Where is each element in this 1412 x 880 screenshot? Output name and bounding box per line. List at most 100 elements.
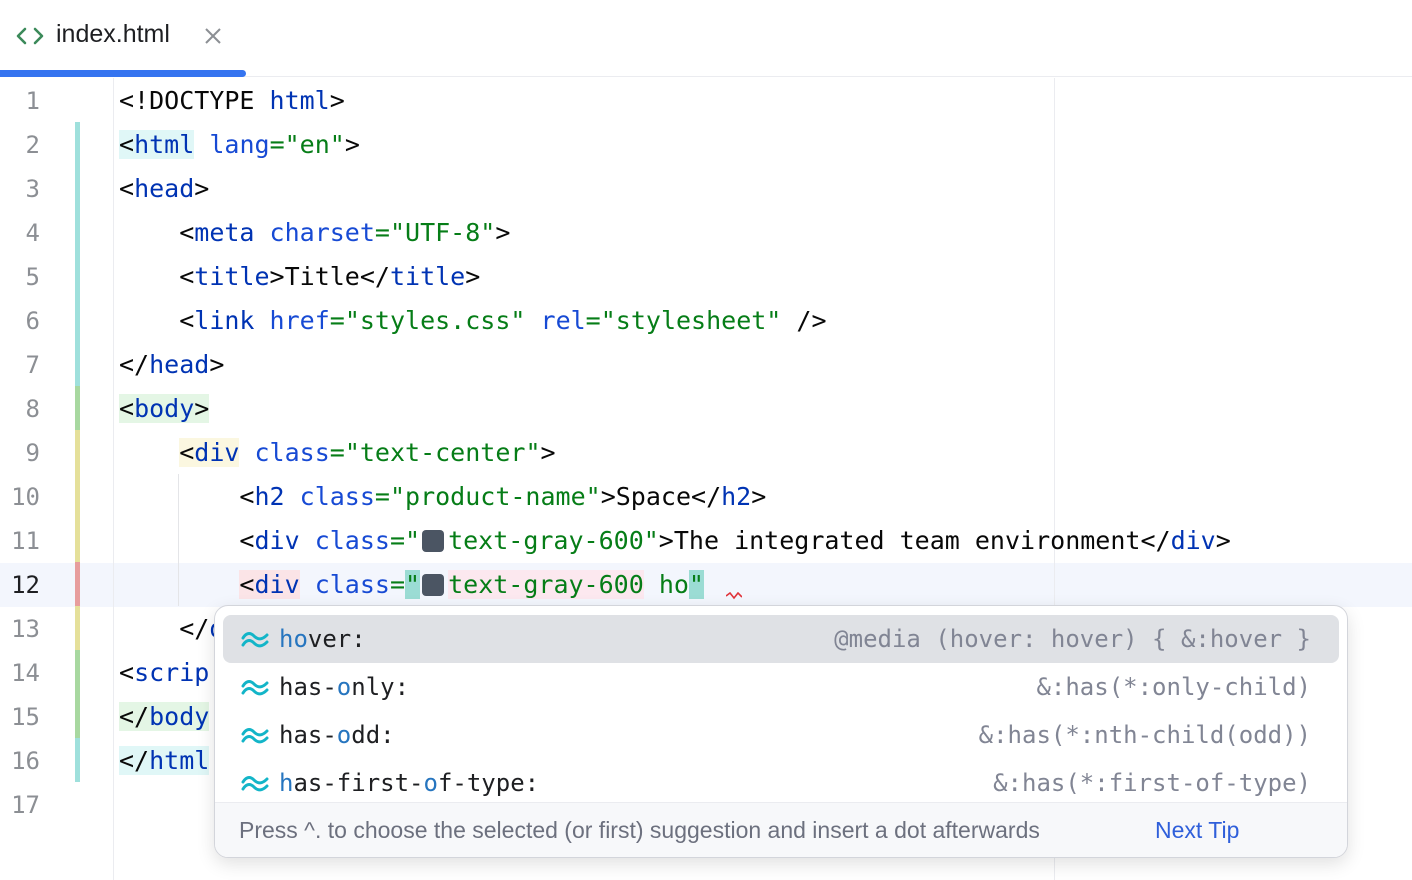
token: div [1170, 526, 1216, 555]
vcs-added-marker[interactable] [75, 386, 80, 430]
tag-highlight: <html [119, 130, 195, 159]
completion-item-description: &:has(*:only-child) [1036, 673, 1311, 701]
token: html [134, 130, 195, 159]
completion-item-has-only[interactable]: has-only: &:has(*:only-child) [223, 663, 1339, 711]
vcs-modified-marker[interactable] [75, 430, 80, 562]
token: > [1215, 526, 1231, 555]
token: h2 [721, 482, 752, 511]
label-rest: ver: [307, 625, 366, 653]
token: text-gray-600 [448, 570, 644, 599]
token: head [149, 350, 210, 379]
tailwind-icon [241, 680, 269, 696]
token: = [269, 130, 285, 159]
quote-match-highlight: " [405, 570, 421, 599]
token: scrip [134, 658, 210, 687]
token: class [254, 438, 330, 467]
match-text: ho [279, 625, 308, 653]
token: </ [119, 614, 210, 643]
close-icon[interactable] [200, 23, 226, 49]
token: = [389, 526, 406, 555]
token [300, 526, 315, 555]
token [239, 438, 254, 467]
token: < [119, 482, 255, 511]
token: > [465, 262, 481, 291]
code-line-12: <div class="text-gray-600 ho" [119, 563, 704, 607]
token: > [209, 350, 225, 379]
line-number: 2 [25, 131, 40, 159]
token: div [194, 438, 240, 467]
line-number: 7 [25, 351, 40, 379]
quote-match-highlight: " [688, 570, 704, 599]
line-number: 9 [25, 439, 40, 467]
token: meta [194, 218, 255, 247]
match-text: h [279, 769, 294, 797]
token [119, 438, 179, 467]
tag-highlight: </html [119, 746, 210, 775]
completion-item-has-first-of-type[interactable]: has-first-of-type: &:has(*:first-of-type… [223, 759, 1339, 807]
tag-highlight: <body> [119, 394, 210, 423]
token: /> [781, 306, 827, 335]
tab-index-html[interactable]: index.html [0, 0, 246, 77]
editor-tab-bar: index.html [0, 0, 1412, 77]
html-file-icon [16, 27, 44, 45]
vcs-modified-marker[interactable] [75, 738, 80, 782]
token: = [585, 306, 601, 335]
token: < [119, 218, 195, 247]
token: "stylesheet" [600, 306, 782, 335]
completion-item-has-odd[interactable]: has-odd: &:has(*:nth-child(odd)) [223, 711, 1339, 759]
token: > [751, 482, 767, 511]
completion-popup[interactable]: hover: @media (hover: hover) { &:hover }… [214, 605, 1348, 858]
token: html [149, 746, 210, 775]
code-line-9: <div class="text-center"> [119, 431, 556, 475]
line-number: 6 [25, 307, 40, 335]
code-line-16: </html [119, 739, 210, 783]
completion-item-label: hover: [279, 615, 366, 663]
code-line-10: <h2 class="product-name">Space</h2> [119, 475, 766, 519]
label-pre: has- [279, 721, 337, 749]
token: ho [643, 570, 689, 599]
token: class [299, 482, 375, 511]
tailwind-icon [241, 728, 269, 744]
token: "en" [284, 130, 345, 159]
vcs-modified-marker[interactable] [75, 606, 80, 650]
token: </ [119, 702, 150, 731]
code-editor[interactable]: 1 2 3 4 5 6 7 8 9 10 11 12 13 14 15 16 1… [0, 78, 1412, 880]
code-line-4: <meta charset="UTF-8"> [119, 211, 510, 255]
token: > [194, 174, 210, 203]
token: > [344, 130, 360, 159]
active-tab-indicator [0, 70, 246, 77]
line-number: 13 [11, 615, 40, 643]
completion-item-hover[interactable]: hover: @media (hover: hover) { &:hover } [223, 615, 1339, 663]
token: body [149, 702, 210, 731]
line-number: 15 [11, 703, 40, 731]
token: </ [119, 350, 150, 379]
completion-footer: Press ^. to choose the selected (or firs… [215, 802, 1347, 857]
tailwind-icon [241, 632, 269, 648]
footer-hint: Press ^. to choose the selected (or firs… [239, 817, 1040, 843]
token: class [314, 526, 390, 555]
vcs-error-marker[interactable] [75, 562, 80, 606]
line-number: 8 [25, 395, 40, 423]
token: charset [269, 218, 375, 247]
token: <!DOCTYPE [119, 86, 270, 115]
vcs-added-marker[interactable] [75, 650, 80, 738]
color-swatch-icon[interactable] [422, 530, 445, 552]
vcs-modified-marker[interactable] [75, 122, 80, 386]
token: h2 [254, 482, 285, 511]
token: class [314, 570, 390, 599]
next-tip-link[interactable]: Next Tip [1155, 817, 1240, 843]
label-rest: nly: [351, 673, 410, 701]
code-line-1: <!DOCTYPE html> [119, 79, 345, 123]
token: lang [209, 130, 270, 159]
token: < [179, 438, 195, 467]
right-margin-guide [1054, 78, 1055, 880]
token: > [495, 218, 511, 247]
token: </ [1140, 526, 1171, 555]
code-line-8: <body> [119, 387, 210, 431]
token [525, 306, 540, 335]
token: = [389, 570, 406, 599]
label-mid: as-first- [293, 769, 424, 797]
color-swatch-icon[interactable] [422, 574, 445, 596]
tag-highlight: <div [239, 570, 300, 599]
code-line-2: <html lang="en"> [119, 123, 360, 167]
